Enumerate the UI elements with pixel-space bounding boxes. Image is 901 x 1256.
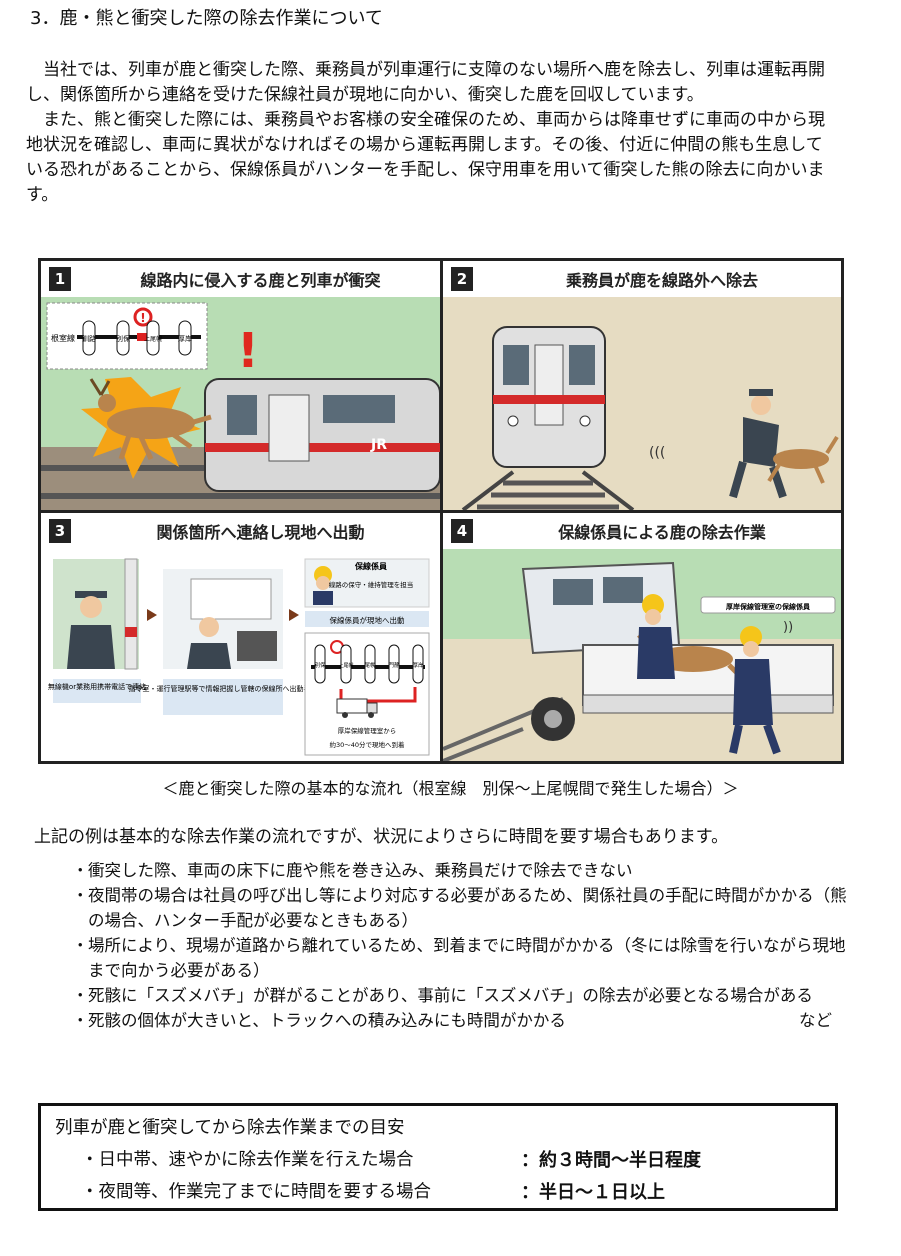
panel-1-scene: ! 根室線 釧路 別保 上尾幌 厚岸 ! [41,297,440,510]
panel-title: 保線係員による鹿の除去作業 [558,523,766,542]
staff-title: 保線係員 [354,561,387,571]
track-worker-icon [637,594,675,679]
dispatch-label: 指令室・運行管理駅等で情報把握し管轄の保線所へ出動手配 [129,684,318,693]
crew-phone-icon [67,591,115,669]
truck-icon [336,698,378,718]
panel-title: 関係箇所へ連絡し現地へ出動 [156,523,365,542]
station-name: 上尾幌 [144,335,162,343]
contact-flow: 無線機or業務用携帯電話で連絡 指令室・運行管理駅等で情報把握し管轄の保線所へ出… [48,558,430,756]
list-item: ・衝突した際、車両の床下に鹿や熊を巻き込み、乗務員だけで除去できない [72,861,633,880]
delay-reasons-list: ・衝突した際、車両の床下に鹿や熊を巻き込み、乗務員だけで除去できない ・夜間帯の… [72,858,852,1033]
station-name: 別保 [116,334,130,343]
estimate-row-daytime: ・日中帯、速やかに除去作業を行えた場合 [81,1150,414,1170]
paragraph-deer: 当社では、列車が鹿と衝突した際、乗務員が列車運行に支障のない場所へ鹿を除去し、列… [26,60,825,105]
list-item: ・死骸の個体が大きいと、トラックへの積み込みにも時間がかかるなど [72,1008,852,1033]
section-heading: 3．鹿・熊と衝突した際の除去作業について [30,8,383,29]
arrival-time-note: 約30〜40分で現地へ到着 [329,740,405,749]
station-list: 別保 上尾幌 尾幌 門静 厚岸 [314,644,424,684]
station-name: 上尾幌 [338,662,353,669]
note-text: 上記の例は基本的な除去作業の流れですが、状況によりさらに時間を要す場合もあります… [34,827,729,847]
panel-4: 4 保線係員による鹿の除去作業 厚岸保線管理室の保線係員 [443,513,841,761]
panel-number: 3 [49,519,71,543]
list-etc: など [799,1011,832,1030]
crew-member-icon [729,389,787,499]
panel-2-scene: ((( [443,297,841,510]
panel-number: 2 [451,267,473,291]
train-front-view [492,326,606,468]
staff-desc: 線路の保守・維持管理を担当 [329,580,414,589]
train-side-view: JR [204,378,440,492]
jr-logo: JR [370,437,387,453]
station-name: 別保 [314,661,326,669]
alert-exclamation-icon: ! [237,323,259,379]
panel-1: 1 線路内に侵入する鹿と列車が衝突 ! 根室線 釧路 別保 [41,261,440,510]
paragraph-bear: また、熊と衝突した際には、乗務員やお客様の安全確保のため、車両からは降車せずに車… [26,110,825,205]
station-name: 厚岸 [412,662,424,669]
contact-method-label: 無線機or業務用携帯電話で連絡 [48,682,146,691]
list-item: ・夜間帯の場合は社員の呼び出し等により対応する必要があるため、関係社員の手配に時… [72,886,847,930]
station-name: 尾幌 [364,661,376,669]
station-list: 釧路 別保 上尾幌 厚岸 [82,320,192,356]
dispatcher-icon [187,617,231,669]
line-label: 根室線 [51,333,75,343]
panel-title: 乗務員が鹿を線路外へ除去 [565,271,758,290]
intro-paragraphs: 当社では、列車が鹿と衝突した際、乗務員が列車運行に支障のない場所へ鹿を除去し、列… [26,58,836,208]
arrow-right-icon [289,609,299,621]
deer-icon [767,435,839,484]
location-marker-icon: ! [140,311,145,325]
estimate-value-night: ：半日〜１日以上 [521,1182,665,1203]
motion-lines-icon: ((( [649,445,665,461]
worker-tag: 厚岸保線管理室の保線係員 [726,602,811,611]
station-name: 門静 [388,661,400,669]
track-worker-icon [729,626,781,755]
collision-scene: ! 根室線 釧路 別保 上尾幌 厚岸 ! [41,302,440,510]
panel-title: 線路内に侵入する鹿と列車が衝突 [140,271,381,290]
estimate-value-daytime: ：約３時間〜半日程度 [521,1150,701,1171]
arrow-right-icon [147,609,157,621]
panel-number: 1 [49,267,71,291]
panel-3-scene: 無線機or業務用携帯電話で連絡 指令室・運行管理駅等で情報把握し管轄の保線所へ出… [41,549,440,761]
panel-2: 2 乗務員が鹿を線路外へ除去 ((( [443,261,841,510]
figure-caption: ＜鹿と衝突した際の基本的な流れ（根室線 別保～上尾幌間で発生した場合）＞ [162,779,739,798]
station-name: 厚岸 [178,335,192,343]
removal-scene: ((( [461,326,839,510]
deer-icon [89,378,212,461]
station-name: 釧路 [82,334,96,343]
list-item: ・場所により、現場が道路から離れているため、到着までに時間がかかる（冬には除雪を… [72,936,846,980]
staff-action: 保線係員が現地へ出動 [330,615,405,625]
loading-scene: 厚岸保線管理室の保線係員 )) [443,561,841,761]
office-note: 厚岸保線管理室から [338,726,397,735]
list-item: ・死骸に「スズメバチ」が群がることがあり、事前に「スズメバチ」の除去が必要となる… [72,986,813,1005]
panel-number: 4 [451,519,473,543]
panel-4-scene: 厚岸保線管理室の保線係員 )) [443,549,841,761]
box-title: 列車が鹿と衝突してから除去作業までの目安 [55,1118,405,1138]
track-worker-icon [313,566,333,605]
time-estimate-box: 列車が鹿と衝突してから除去作業までの目安 ・日中帯、速やかに除去作業を行えた場合… [38,1103,838,1211]
flow-illustration: 1 線路内に侵入する鹿と列車が衝突 ! 根室線 釧路 別保 [38,258,844,764]
panel-3: 3 関係箇所へ連絡し現地へ出動 無線機or業務用携帯電話で連絡 [41,513,440,761]
estimate-row-night: ・夜間等、作業完了までに時間を要する場合 [81,1182,431,1202]
motion-lines-icon: )) [783,620,793,635]
